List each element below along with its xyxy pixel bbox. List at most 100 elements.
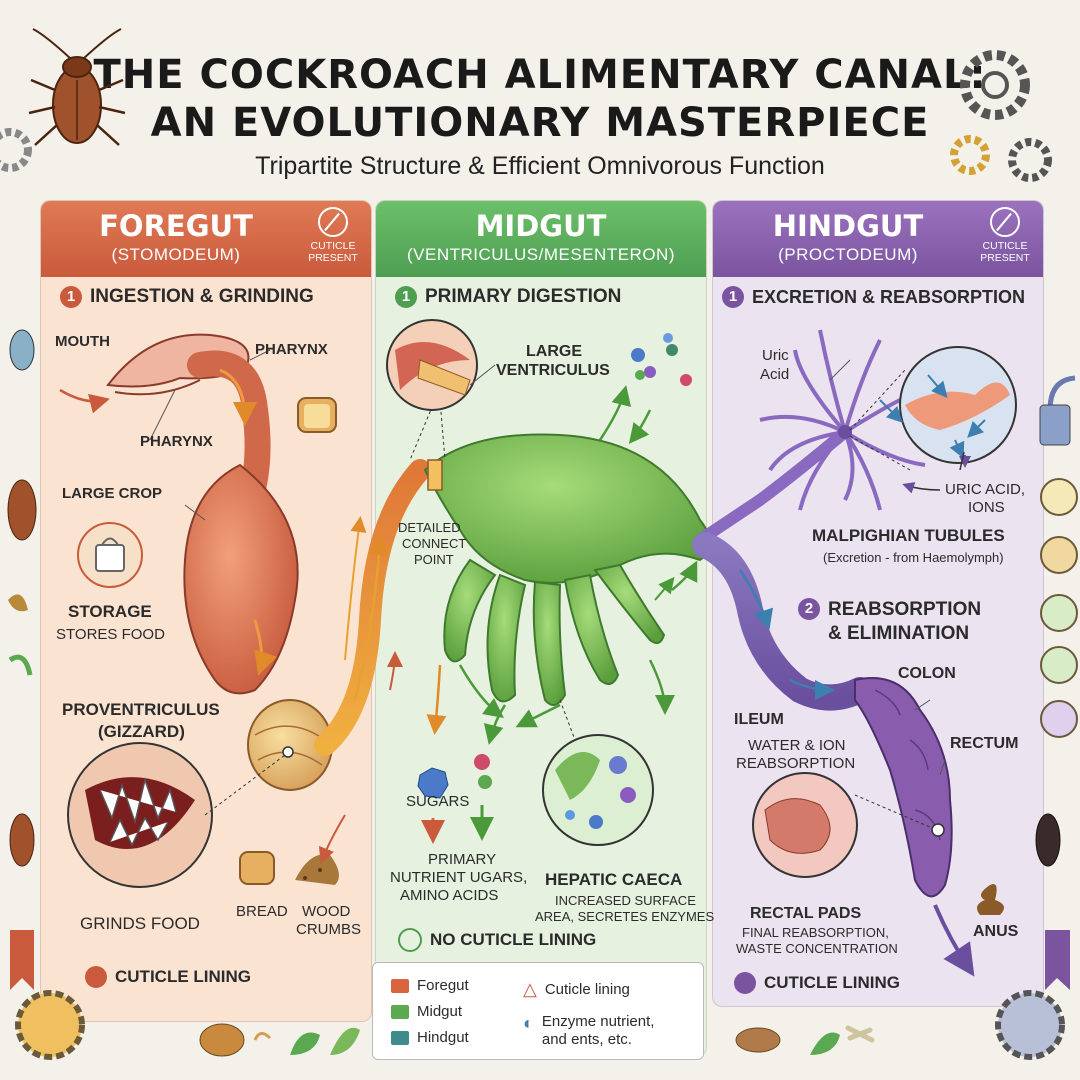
legend-swatch [391,1030,409,1045]
ventriculus-shape [423,433,711,584]
sun-icon [1040,536,1078,574]
label-malpighian-sub: (Excretion - from Haemolymph) [823,550,1004,565]
colon-rectum-shape [854,677,953,898]
label-sugars: SUGARS [406,793,470,810]
label-final-reabsorption: FINAL REABSORPTION, [742,925,889,940]
section-number: 1 [395,286,417,308]
foregut-footer-text: CUTICLE LINING [115,967,251,986]
side-insect-icon [7,329,1061,867]
sugar-molecule-icon [417,754,492,799]
label-large-crop: LARGE CROP [62,485,163,502]
label-ileum: ILEUM [734,711,784,728]
legend-label: Midgut [417,1003,463,1020]
label-reabsorption: REABSORPTION [736,755,856,772]
label-waste-concentration: WASTE CONCENTRATION [736,941,898,956]
cuticle-icon: △ [523,979,537,999]
label-acid: Acid [760,366,790,383]
page-title-line1: THE COCKROACH ALIMENTARY CANAL: [93,52,987,98]
hindgut-cuticle-badge: CUTICLE PRESENT [975,207,1035,264]
hindgut-panel: HINDGUT (PROCTODEUM) CUTICLE PRESENT [712,200,1044,1007]
label-nutrient-ugars: NUTRIENT UGARS, [390,869,528,886]
midgut-footer: NO CUTICLE LINING [398,928,596,952]
legend-item-cuticle: △ Cuticle lining [523,979,630,1000]
wood-crumbs-icon [295,854,339,885]
label-mouth: MOUTH [55,333,110,350]
waste-icon [976,884,1004,915]
foregut-subtitle: (STOMODEUM) [111,245,241,264]
bread-icon [297,397,337,433]
hourglass-icon [1040,478,1078,516]
label-uric: Uric [762,347,789,364]
midgut-footer-text: NO CUTICLE LINING [430,930,597,949]
label-gizzard: (GIZZARD) [98,722,185,741]
enzyme-icon: ◐ [523,1013,534,1033]
legend-label: Enzyme nutrient,and ents, etc. [542,1013,655,1049]
hindgut-header: HINDGUT (PROCTODEUM) CUTICLE PRESENT [713,201,1043,277]
section-title-line1: REABSORPTION [828,599,982,620]
section-number: 1 [722,286,744,308]
small-gear-icon [0,128,32,172]
nutrient-molecules-icon [631,333,692,386]
legend-item-foregut: Foregut [391,977,469,994]
label-storage: STORAGE [68,602,152,621]
foregut-title: FOREGUT [99,209,253,243]
malpighian-tubules-shape [759,329,926,511]
legend-label: Hindgut [417,1029,469,1046]
lock-icon [1039,375,1076,446]
legend-enzyme-line2: and ents, etc. [541,1031,632,1048]
label-anus: ANUS [973,923,1019,940]
cuticle-badge-text: CUTICLE PRESENT [980,240,1030,264]
cuticle-icon [318,207,348,237]
hindgut-title: HINDGUT [772,209,924,243]
label-large: LARGE [526,343,582,360]
midgut-subtitle: (VENTRICULUS/MESENTERON) [407,245,675,264]
label-pharynx-top: PHARYNX [255,341,328,358]
cockroach-icon [28,28,126,146]
bone-icon [1040,700,1078,738]
legend-label: Foregut [417,977,469,994]
legend-item-hindgut: Hindgut [391,1029,469,1046]
section-title: REABSORPTION& ELIMINATION [828,598,981,646]
legend-item-midgut: Midgut [391,1003,462,1020]
label-rectum: RECTUM [950,735,1019,752]
label-ions: IONS [968,499,1005,516]
legend-label: Cuticle lining [544,981,630,998]
label-colon: COLON [898,665,956,682]
page-subtitle: Tripartite Structure & Efficient Omnivor… [255,152,825,180]
section-number: 2 [798,598,820,620]
legend-item-enzyme: ◐ Enzyme nutrient,and ents, etc. [523,1013,654,1049]
label-uric-acid-ions: URIC ACID, [945,481,1026,498]
label-connect: CONNECT [402,536,467,551]
foregut-section-heading: 1 INGESTION & GRINDING [60,286,314,308]
foregut-cuticle-badge: CUTICLE PRESENT [303,207,363,264]
label-pharynx-bottom: PHARYNX [140,433,213,450]
gear-footer-icon [15,990,1065,1060]
hindgut-section2-heading: 2 REABSORPTION& ELIMINATION [798,598,981,646]
cuticle-icon [85,966,107,988]
leaf-icon [1040,646,1078,684]
legend-swatch [391,978,409,993]
label-stores-food: STORES FOOD [56,626,165,643]
label-crumbs: CRUMBS [296,921,362,938]
gizzard-teeth-zoom [67,742,213,888]
label-point: POINT [414,552,454,567]
chevron-banner-icon [10,930,1070,990]
section-number: 1 [60,286,82,308]
label-grinds-food: GRINDS FOOD [80,914,200,933]
section-title: PRIMARY DIGESTION [425,286,622,307]
legend-enzyme-line1: Enzyme nutrient, [541,1013,655,1030]
label-amino-acids: AMINO ACIDS [400,887,499,904]
label-proventriculus: PROVENTRICULUS [62,700,220,719]
legend-swatch [391,1004,409,1019]
label-area-secretes: AREA, SECRETES ENZYMES [535,909,715,924]
hindgut-footer-text: CUTICLE LINING [764,973,900,992]
bread-slice-icon [239,851,275,885]
cuticle-icon [990,207,1020,237]
label-rectal-pads: RECTAL PADS [750,905,862,922]
section-title: INGESTION & GRINDING [90,286,314,307]
foregut-header: FOREGUT (STOMODEUM) CUTICLE PRESENT [41,201,371,277]
label-water-ion: WATER & ION [748,737,846,754]
hepatic-caeca-shape [443,558,666,706]
hindgut-section1-heading: 1 EXCRETION & REABSORPTION [722,286,1025,308]
